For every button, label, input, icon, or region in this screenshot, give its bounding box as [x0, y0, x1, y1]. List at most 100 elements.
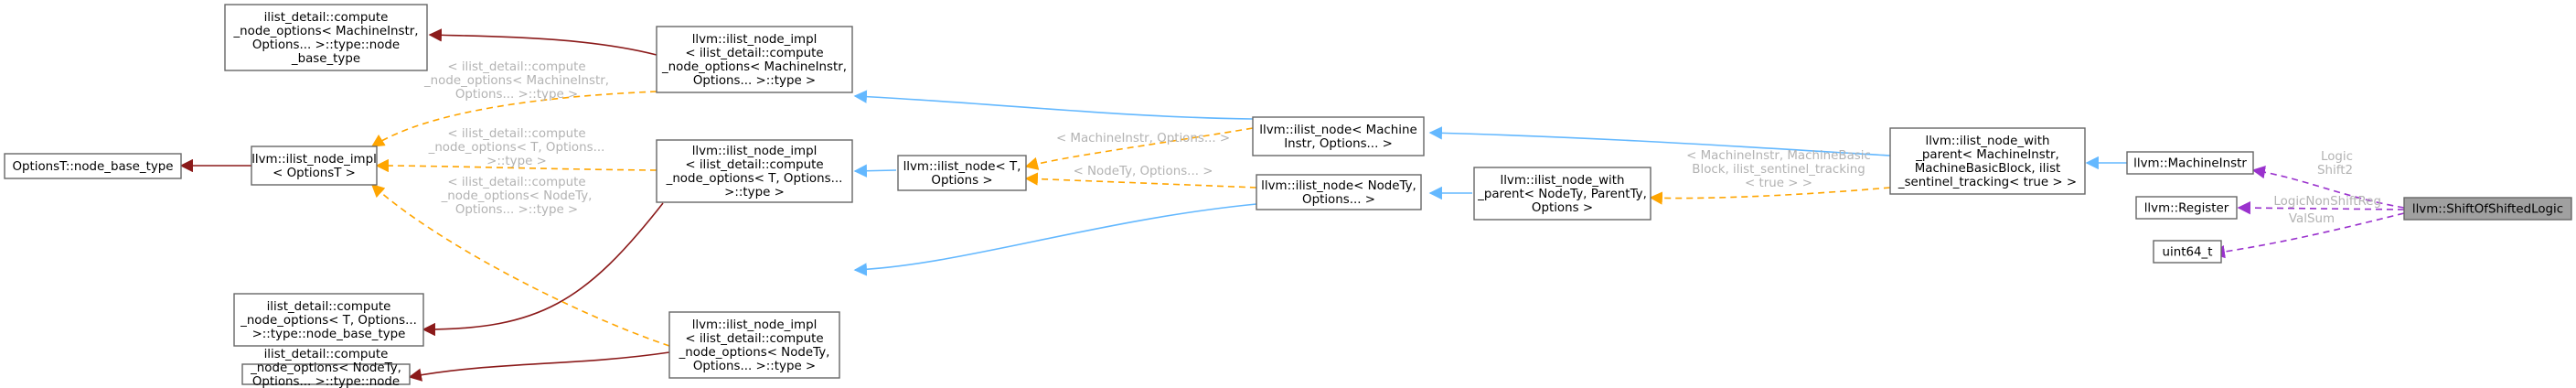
focus-label: llvm::ShiftOfShiftedLogic: [2412, 203, 2563, 217]
compute_mi_base-box[interactable]: [224, 4, 428, 71]
impl_nodety-box[interactable]: [668, 311, 840, 379]
edge-template-ilist-node-mi: [1024, 127, 1254, 170]
label-mi-to-ilist-node: < MachineInstr, Options... >: [1056, 132, 1230, 146]
ilist_node_impl_t-line: < OptionsT >: [273, 167, 356, 180]
label-nodety-to-ilist-node: < NodeTy, Options... >: [1074, 165, 1213, 178]
impl_mi-line: llvm::ilist_node_impl: [692, 33, 818, 47]
compute_mi_base-line: _node_options< MachineInstr,: [232, 25, 418, 38]
machine_instr-box[interactable]: [2126, 151, 2254, 175]
node-register[interactable]: llvm::Register: [2135, 196, 2238, 220]
impl_t-line: llvm::ilist_node_impl: [692, 145, 818, 158]
node-compute-nodety-node-base-type[interactable]: ilist_detail::compute_node_options< Node…: [241, 348, 411, 388]
options_base-box[interactable]: [4, 153, 182, 179]
impl_t-box[interactable]: [656, 139, 853, 203]
impl_nodety-label: llvm::ilist_node_impl< ilist_detail::com…: [679, 318, 830, 373]
impl_t-label: llvm::ilist_node_impl< ilist_detail::com…: [666, 145, 843, 199]
edge-label-line: Block, ilist_sentinel_tracking: [1692, 163, 1865, 177]
node-compute-t-node-base-type[interactable]: ilist_detail::compute_node_options< T, O…: [233, 293, 424, 347]
node-machine-instr[interactable]: llvm::MachineInstr: [2126, 151, 2254, 175]
edges: [179, 28, 2405, 382]
impl_mi-box[interactable]: [656, 26, 853, 93]
edge-label-line: < MachineInstr, Options... >: [1056, 132, 1230, 146]
edge-usage-logic-shift2: [2251, 165, 2405, 209]
edge-template-impl-t: [375, 158, 657, 173]
node-shift-of-shifted-logic[interactable]: llvm::ShiftOfShiftedLogic: [2403, 197, 2572, 221]
edge-impl-mi-to-ilist-node-mi: [853, 90, 1254, 120]
ilist_node_t-label: llvm::ilist_node< T,Options >: [903, 160, 1021, 188]
uint64-box[interactable]: [2153, 240, 2222, 264]
edge-usage-logicnonshiftreg: [2237, 200, 2405, 215]
ilist_node_nodety-box[interactable]: [1256, 174, 1422, 210]
with_parent_generic-label: llvm::ilist_node_with_parent< NodeTy, Pa…: [1477, 174, 1647, 215]
with_parent_mi-box[interactable]: [1889, 127, 2086, 195]
impl_mi-line: < ilist_detail::compute: [685, 47, 823, 60]
ilist_node_mi-line: llvm::ilist_node< Machine: [1259, 124, 1416, 137]
node-uint64[interactable]: uint64_t: [2153, 240, 2222, 264]
focus-box[interactable]: [2403, 197, 2572, 221]
register-box[interactable]: [2135, 196, 2238, 220]
label-impl-nodety-to-impl: < ilist_detail::compute_node_options< No…: [441, 176, 593, 217]
compute_t_base-box[interactable]: [233, 293, 424, 347]
edge-label-line: _node_options< NodeTy,: [441, 189, 593, 203]
edge-labels: < ilist_detail::compute _node_options< Ma…: [423, 60, 2381, 226]
machine_instr-label: llvm::MachineInstr: [2133, 157, 2247, 171]
edge-label-line: < ilist_detail::compute: [447, 176, 585, 189]
node-ilist-node-impl-t[interactable]: llvm::ilist_node_impl< ilist_detail::com…: [656, 139, 853, 203]
impl_nodety-line: _node_options< NodeTy,: [679, 346, 830, 360]
register-label: llvm::Register: [2144, 202, 2229, 216]
label-impl-t-to-impl: < ilist_detail::compute_node_options< T,…: [428, 127, 605, 168]
ilist_node_t-line: llvm::ilist_node< T,: [903, 160, 1021, 174]
compute_nodety_base-box[interactable]: [241, 363, 411, 385]
node-ilist-node-impl-mi[interactable]: llvm::ilist_node_impl< ilist_detail::com…: [656, 26, 853, 93]
edge-impl-mi-to-compute-mi-base: [428, 28, 657, 56]
node-ilist-node-impl-optionst[interactable]: llvm::ilist_node_impl< OptionsT >: [251, 146, 378, 186]
with_parent_mi-line: _parent< MachineInstr,: [1915, 148, 2059, 162]
impl_mi-line: _node_options< MachineInstr,: [661, 60, 847, 74]
register-line: llvm::Register: [2144, 202, 2229, 216]
compute_nodety_base-line: ilist_detail::compute: [264, 348, 389, 361]
edge-ilist-node-mi-to-with-parent-mi: [1428, 126, 1891, 156]
node-ilist-node-with-parent-mi[interactable]: llvm::ilist_node_with_parent< MachineIns…: [1889, 127, 2086, 195]
edge-label-line: Options... >::type >: [455, 88, 578, 102]
compute_t_base-line: >::type::node_base_type: [252, 328, 406, 341]
ilist_node_impl_t-box[interactable]: [251, 146, 378, 186]
with_parent_generic-box[interactable]: [1473, 167, 1651, 221]
edge-label-line: Logic: [2321, 150, 2353, 164]
edge-label-line: < true > >: [1745, 177, 1812, 190]
edge-label-line: < ilist_detail::compute: [447, 60, 585, 74]
impl_mi-line: Options... >::type >: [693, 74, 816, 88]
edge-label-line: _node_options< T, Options...: [428, 141, 605, 155]
edge-label-line: ValSum: [2289, 212, 2335, 226]
node-ilist-node-t[interactable]: llvm::ilist_node< T,Options >: [897, 155, 1027, 191]
node-ilist-node-nodety[interactable]: llvm::ilist_node< NodeTy,Options... >: [1256, 174, 1422, 210]
compute_mi_base-line: _base_type: [291, 52, 360, 66]
node-options-base-type[interactable]: OptionsT::node_base_type: [4, 153, 182, 179]
edge-label-line: >::type >: [486, 155, 547, 168]
impl_nodety-line: Options... >::type >: [693, 360, 816, 373]
edge-impl-nodety-to-compute-nodety-base: [408, 351, 670, 382]
with_parent_mi-label: llvm::ilist_node_with_parent< MachineIns…: [1897, 135, 2077, 189]
ilist_node_nodety-line: llvm::ilist_node< NodeTy,: [1261, 179, 1416, 193]
compute_mi_base-label: ilist_detail::compute_node_options< Mach…: [232, 11, 418, 66]
edge-template-ilist-node-nodety: [1024, 172, 1257, 189]
compute_nodety_base-label: ilist_detail::compute_node_options< Node…: [250, 348, 401, 388]
ilist_node_t-box[interactable]: [897, 155, 1027, 191]
node-ilist-node-impl-nodety[interactable]: llvm::ilist_node_impl< ilist_detail::com…: [668, 311, 840, 379]
with_parent_mi-line: _sentinel_tracking< true > >: [1897, 176, 2077, 189]
ilist_node_mi-box[interactable]: [1252, 116, 1425, 156]
ilist_node_mi-line: Instr, Options... >: [1284, 137, 1393, 151]
compute_nodety_base-line: _node_options< NodeTy,: [250, 361, 401, 375]
node-ilist-node-with-parent-generic[interactable]: llvm::ilist_node_with_parent< NodeTy, Pa…: [1473, 167, 1651, 221]
impl_t-line: _node_options< T, Options...: [666, 172, 843, 186]
compute_mi_base-line: Options... >::type::node: [252, 38, 400, 52]
with_parent_mi-line: llvm::ilist_node_with: [1925, 135, 2049, 148]
label-impl-mi-to-impl: < ilist_detail::compute_node_options< Ma…: [423, 60, 609, 102]
node-compute-mi-node-base-type[interactable]: ilist_detail::compute_node_options< Mach…: [224, 4, 428, 71]
edge-label-line: LogicNonShiftReg: [2273, 195, 2381, 209]
ilist_node_t-line: Options >: [931, 174, 992, 188]
compute_t_base-line: _node_options< T, Options...: [240, 314, 417, 328]
with_parent_mi-line: MachineBasicBlock, ilist: [1915, 162, 2061, 176]
